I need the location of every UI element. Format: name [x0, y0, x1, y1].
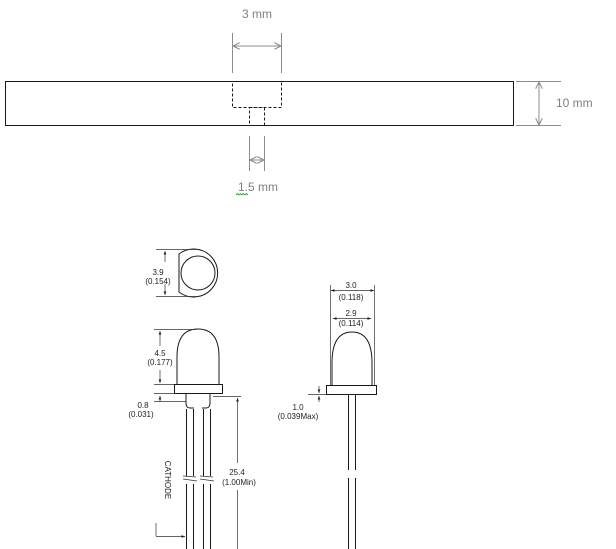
flange-height-label: 1.0: [292, 403, 304, 412]
led-hole: [232, 81, 282, 108]
led-side-view: 3.0 (0.118) 2.9 (0.114) 1.0 (0.039Max): [278, 281, 377, 549]
flange-height-inch-label: (0.039Max): [278, 412, 319, 421]
led-flange: [174, 384, 223, 394]
flange-label: 0.8: [137, 401, 149, 410]
mounting-bar: [5, 81, 514, 126]
mounting-bar-view: 3 mm 1.5 mm 10 mm: [5, 7, 593, 196]
height-inch-label: (0.177): [147, 358, 173, 367]
bar-height-label: 10 mm: [556, 96, 593, 110]
pin-hole: [249, 107, 265, 126]
hole-width-label: 3 mm: [242, 7, 272, 21]
cathode-label: CATHODE: [163, 461, 172, 500]
body-width-label: 3.0: [345, 281, 357, 290]
lens-width-label: 2.9: [345, 309, 357, 318]
spellcheck-underline: [235, 192, 249, 196]
lens-width-inch-label: (0.114): [339, 319, 364, 328]
led-leads: [182, 393, 215, 549]
led-dome: [176, 328, 220, 384]
diameter-inch-label: (0.154): [145, 277, 171, 286]
pin-width-label: 1.5 mm: [238, 180, 278, 194]
diameter-label: 3.9: [152, 268, 164, 277]
flange-inch-label: (0.031): [128, 410, 154, 419]
led-front-view: 4.5 (0.177) 0.8 (0.031) CATHODE: [128, 328, 256, 549]
body-width-inch-label: (0.118): [339, 293, 364, 302]
led-side-dome: [331, 331, 373, 385]
height-label: 4.5: [154, 349, 166, 358]
led-lens-circle: [180, 255, 216, 291]
led-top-view: 3.9 (0.154): [145, 248, 219, 298]
lead-length-label: 25.4: [229, 468, 245, 477]
lead-length-inch-label: (1.00Min): [222, 478, 256, 487]
led-side-flange: [326, 385, 377, 395]
